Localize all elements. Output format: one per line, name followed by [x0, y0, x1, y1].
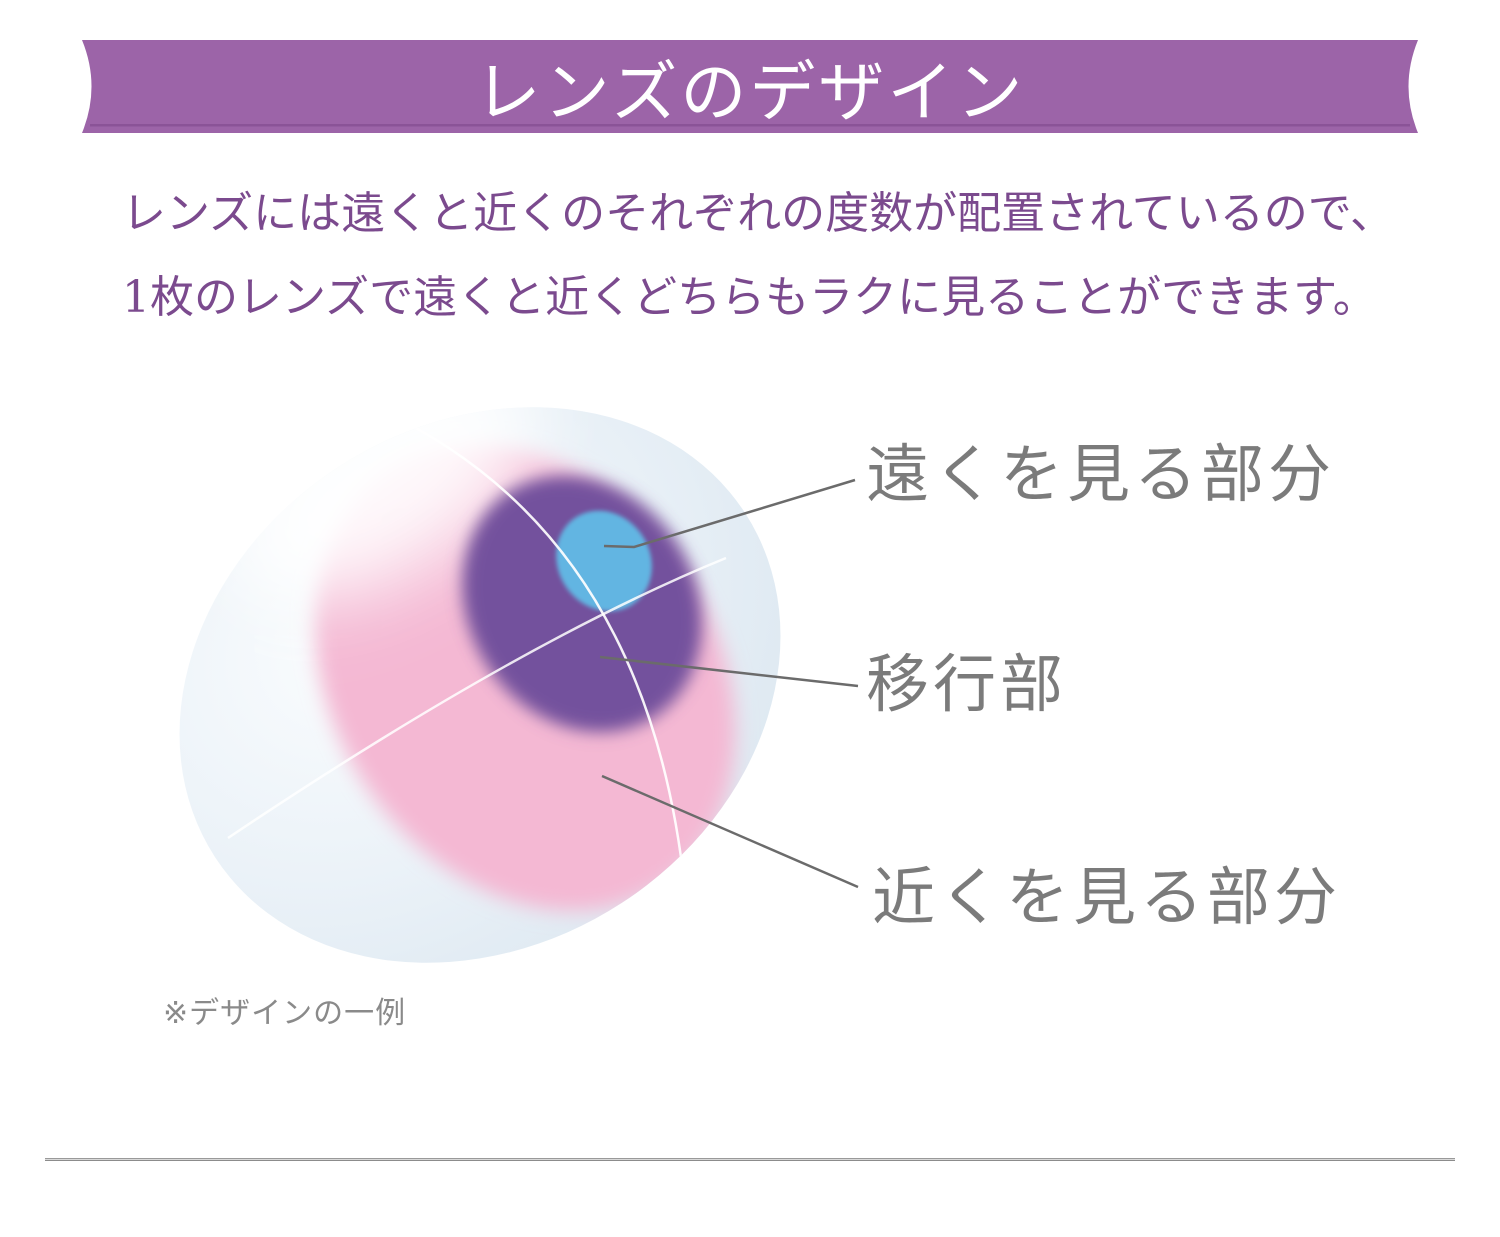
page-title: レンズのデザイン — [474, 53, 1026, 131]
meridian-arc-horizontal — [227, 556, 727, 840]
lens-highlight — [229, 353, 541, 603]
design-example-footnote: ※デザインの一例 — [163, 996, 407, 1031]
description-line-2: 1枚のレンズで遠くと近くどちらもラクに見ることができます。 — [122, 272, 1377, 323]
leader-line-near — [601, 774, 859, 889]
label-far-zone: 遠くを見る部分 — [866, 438, 1335, 511]
meridian-arc-vertical — [371, 404, 692, 959]
title-ribbon — [82, 40, 1418, 133]
ribbon-stripe — [90, 124, 1410, 127]
ribbon-shape — [82, 40, 1418, 133]
leader-line-far — [603, 478, 856, 549]
far-zone — [556, 510, 652, 612]
leader-line-transition — [599, 655, 859, 688]
description-line-1: レンズには遠くと近くのそれぞれの度数が配置されているので、 — [122, 188, 1395, 239]
bottom-divider — [45, 1158, 1455, 1161]
label-transition-zone: 移行部 — [866, 648, 1067, 721]
label-near-zone: 近くを見る部分 — [872, 861, 1341, 934]
